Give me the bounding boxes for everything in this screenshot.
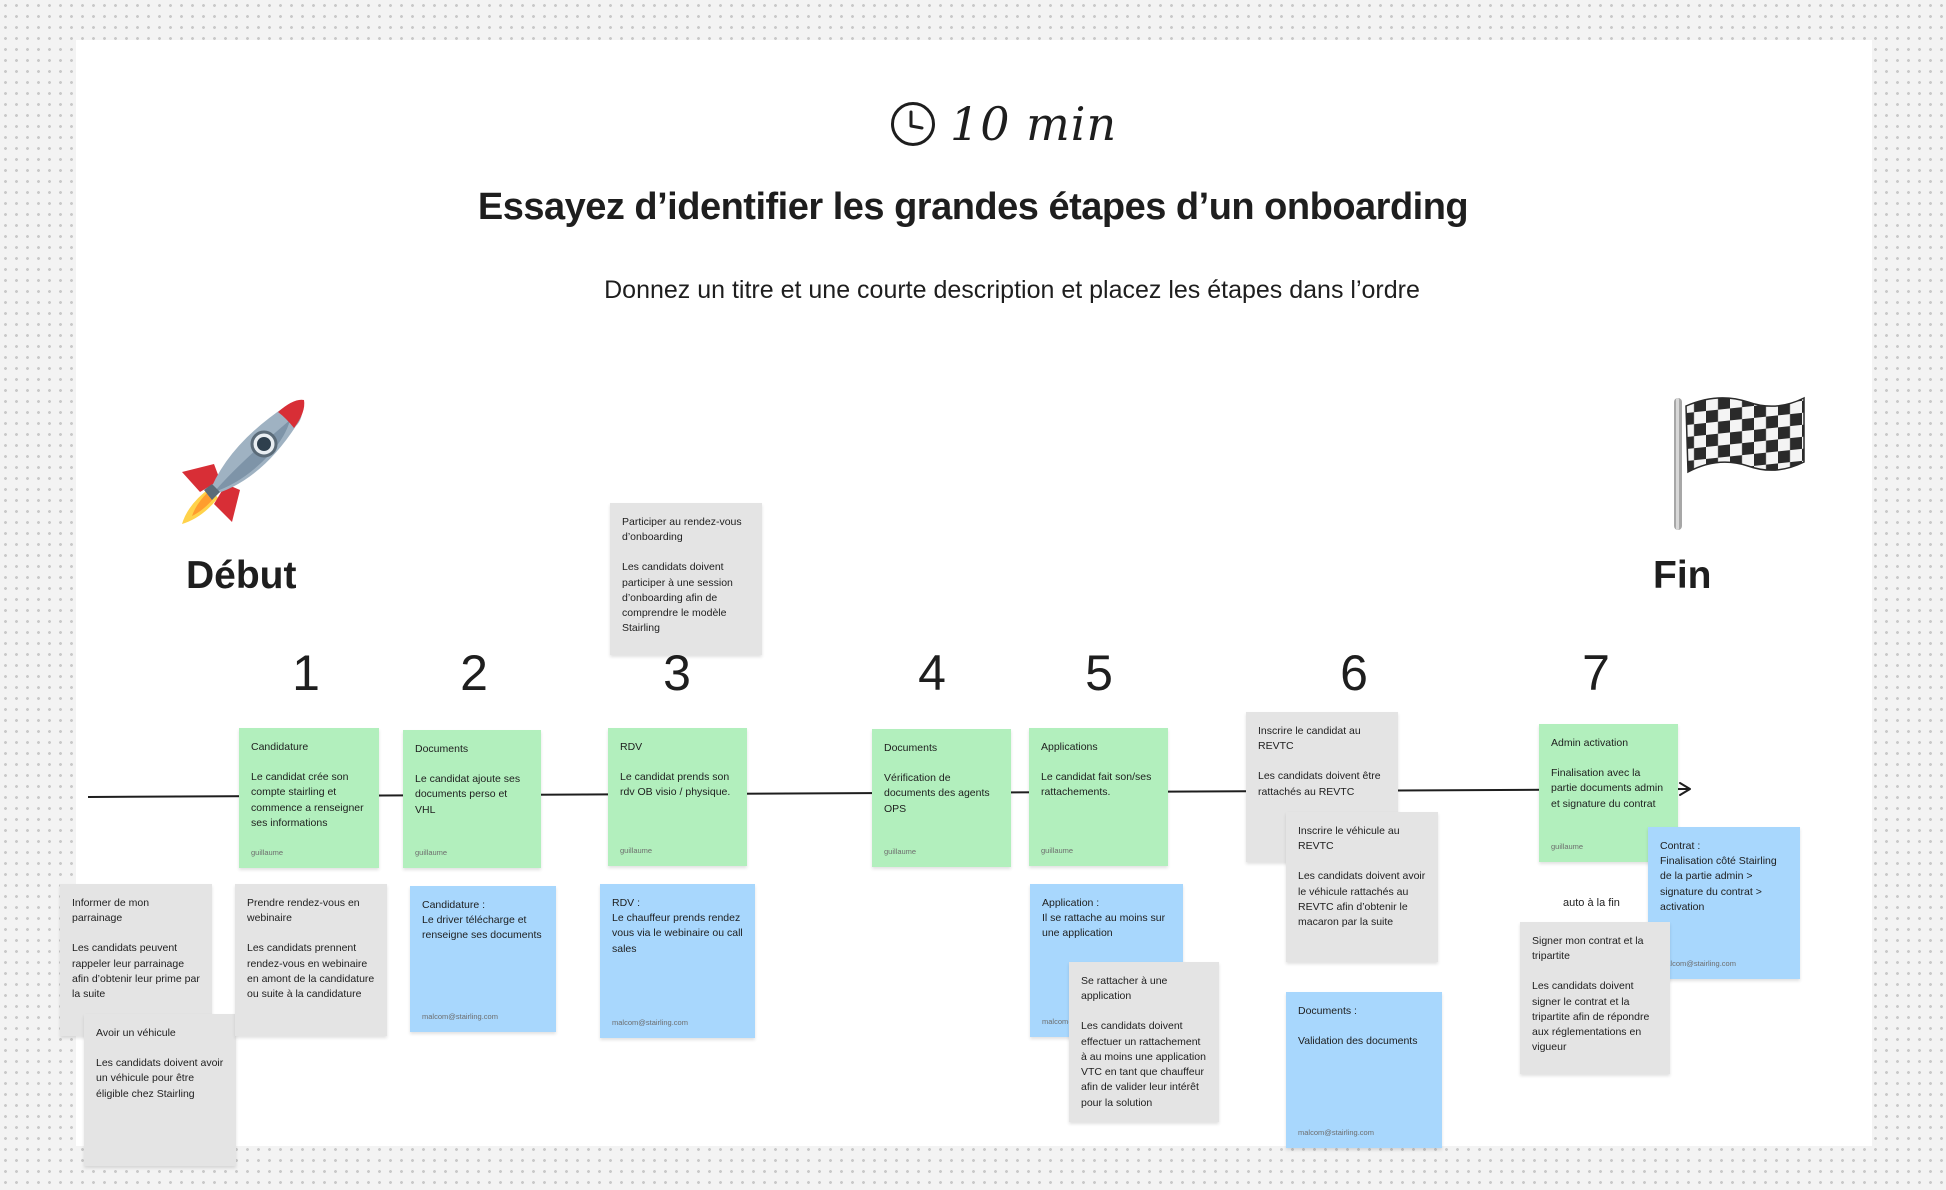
- sticky-note-documents[interactable]: Documents Le candidat ajoute ses documen…: [403, 730, 541, 868]
- timer: 10 min: [890, 94, 1117, 154]
- note-description: Les candidats doivent avoir un véhicule …: [96, 1057, 224, 1100]
- note-author: guillaume: [251, 848, 284, 858]
- page-subtitle: Donnez un titre et une courte descriptio…: [604, 276, 1420, 304]
- sticky-note-documents-ops[interactable]: Documents Vérification de documents des …: [872, 729, 1011, 867]
- note-description: Le candidat fait son/ses rattachements.: [1041, 771, 1152, 799]
- sticky-note-candidature[interactable]: Candidature Le candidat crée son compte …: [239, 728, 379, 868]
- step-number-6: 6: [1340, 645, 1368, 701]
- note-description: Les candidats peuvent rappeler leur parr…: [72, 942, 200, 1001]
- note-description: Finalisation avec la partie documents ad…: [1551, 767, 1664, 810]
- note-author: guillaume: [620, 846, 653, 856]
- note-title: RDV : Le chauffeur prends rendez vous vi…: [612, 897, 743, 955]
- checkered-flag-icon: [1674, 396, 1805, 530]
- note-title: Candidature: [251, 741, 309, 753]
- note-title: Participer au rendez-vous d’onboarding: [622, 516, 742, 544]
- step-number-5: 5: [1085, 645, 1113, 701]
- start-label: Début: [186, 554, 297, 597]
- note-description: Les candidats doivent signer le contrat …: [1532, 980, 1650, 1054]
- note-description: Vérification de documents des agents OPS: [884, 772, 990, 815]
- sticky-note-applications[interactable]: Applications Le candidat fait son/ses ra…: [1029, 728, 1168, 866]
- note-title: Avoir un véhicule: [96, 1027, 176, 1039]
- note-title: Contrat : Finalisation côté Stairling de…: [1660, 840, 1777, 913]
- note-author: guillaume: [1551, 842, 1584, 852]
- note-title: Documents :: [1298, 1005, 1357, 1017]
- step-number-4: 4: [918, 645, 946, 701]
- step-number-7: 7: [1582, 645, 1610, 701]
- note-title: Admin activation: [1551, 737, 1629, 749]
- note-title: Application : Il se rattache au moins su…: [1042, 897, 1166, 940]
- sticky-note-blue-contrat[interactable]: Contrat : Finalisation côté Stairling de…: [1648, 827, 1800, 979]
- sticky-note-parrainage[interactable]: Informer de mon parrainage Les candidats…: [60, 884, 212, 1036]
- page-title: Essayez d’identifier les grandes étapes …: [477, 186, 1469, 228]
- note-title: Applications: [1041, 741, 1098, 753]
- timer-label: 10 min: [950, 97, 1118, 151]
- note-title: Documents: [415, 743, 469, 755]
- note-title: Candidature : Le driver télécharge et re…: [422, 899, 542, 942]
- sticky-note-revtc-vehicule[interactable]: Inscrire le véhicule au REVTC Les candid…: [1286, 812, 1438, 962]
- end-label: Fin: [1653, 554, 1712, 597]
- note-author: malcom@stairling.com: [1298, 1128, 1374, 1138]
- step-number-1: 1: [292, 645, 320, 701]
- note-title: Inscrire le véhicule au REVTC: [1298, 825, 1400, 853]
- sticky-note-rdv[interactable]: RDV Le candidat prends son rdv OB visio …: [608, 728, 747, 866]
- note-title: Signer mon contrat et la tripartite: [1532, 935, 1644, 963]
- note-description: Les candidats doivent avoir le véhicule …: [1298, 870, 1426, 929]
- note-title: Prendre rendez-vous en webinaire: [247, 897, 360, 925]
- rocket-icon: [182, 399, 305, 524]
- sticky-note-blue-rdv[interactable]: RDV : Le chauffeur prends rendez vous vi…: [600, 884, 755, 1038]
- note-description: Les candidats doivent effectuer un ratta…: [1081, 1020, 1206, 1109]
- note-description: Le candidat prends son rdv OB visio / ph…: [620, 771, 731, 799]
- note-title: Inscrire le candidat au REVTC: [1258, 725, 1361, 753]
- note-author: guillaume: [415, 848, 448, 858]
- sticky-note-participer-rdv[interactable]: Participer au rendez-vous d’onboarding L…: [610, 503, 762, 655]
- sticky-note-vehicule[interactable]: Avoir un véhicule Les candidats doivent …: [84, 1014, 236, 1166]
- note-author: guillaume: [884, 847, 917, 857]
- sticky-note-prendre-rdv[interactable]: Prendre rendez-vous en webinaire Les can…: [235, 884, 387, 1036]
- auto-note-text: auto à la fin: [1563, 897, 1620, 909]
- note-title: Informer de mon parrainage: [72, 897, 150, 925]
- note-author: malcom@stairling.com: [422, 1012, 498, 1022]
- sticky-note-rattacher[interactable]: Se rattacher à une application Les candi…: [1069, 962, 1219, 1122]
- note-description: Les candidats doivent être rattachés au …: [1258, 770, 1381, 798]
- note-description: Validation des documents: [1298, 1035, 1418, 1048]
- note-description: Les candidats doivent participer à une s…: [622, 561, 733, 635]
- note-title: RDV: [620, 741, 643, 753]
- clock-icon: [891, 102, 935, 146]
- note-description: Les candidats prennent rendez-vous en we…: [247, 942, 375, 1001]
- note-author: guillaume: [1041, 846, 1074, 856]
- sticky-note-blue-documents[interactable]: Documents : Validation des documents mal…: [1286, 992, 1442, 1148]
- note-author: malcom@stairling.com: [612, 1018, 688, 1028]
- note-description: Le candidat ajoute ses documents perso e…: [415, 773, 521, 816]
- note-title: Documents: [884, 742, 938, 754]
- step-number-2: 2: [460, 645, 488, 701]
- sticky-note-signer-contrat[interactable]: Signer mon contrat et la tripartite Les …: [1520, 922, 1670, 1074]
- note-title: Se rattacher à une application: [1081, 975, 1168, 1003]
- sticky-note-blue-candidature[interactable]: Candidature : Le driver télécharge et re…: [410, 886, 556, 1032]
- note-description: Le candidat crée son compte stairling et…: [251, 771, 364, 829]
- note-author: malcom@stairling.com: [1660, 959, 1736, 969]
